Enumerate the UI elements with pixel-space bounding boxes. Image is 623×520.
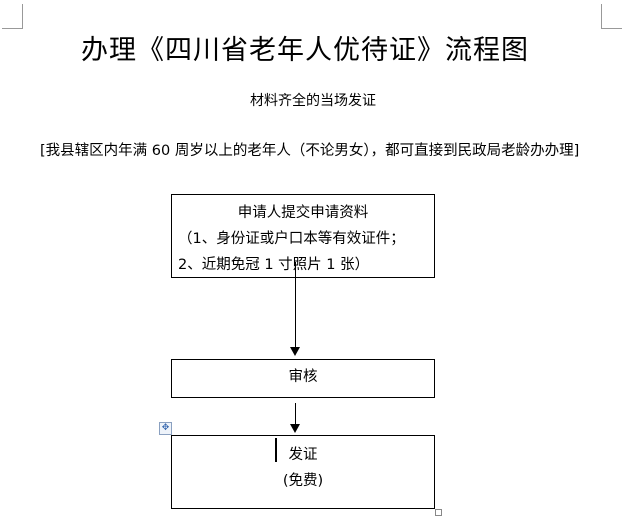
flow-step-review: 审核 [171,359,435,398]
step-submit-title: 申请人提交申请资料 [237,205,369,221]
arrow-line-2 [295,403,296,425]
step-issue-note: (免费) [282,473,324,489]
step-submit-line3: 2、近期免冠 1 寸照片 1 张） [178,257,370,273]
page-corner-mark-left [2,4,23,29]
document-title: 办理《四川省老年人优待证》流程图 [81,35,529,66]
arrow-head-2 [290,424,300,433]
text-cursor [275,438,277,462]
move-handle-icon[interactable]: ✥ [159,422,172,435]
page-corner-mark-right [601,4,622,29]
flow-step-issue[interactable]: 发证 (免费) [171,435,435,509]
arrow-line-1 [295,262,296,348]
eligibility-paragraph: [我县辖区内年满 60 周岁以上的老年人（不论男女），都可直接到民政局老龄办办理… [40,143,580,159]
subtitle: 材料齐全的当场发证 [250,93,376,109]
resize-handle[interactable] [435,509,442,516]
flow-step-submit: 申请人提交申请资料 （1、身份证或户口本等有效证件； 2、近期免冠 1 寸照片 … [171,194,435,278]
step-submit-line2: （1、身份证或户口本等有效证件； [178,231,405,247]
step-review-title: 审核 [288,369,318,385]
step-issue-title: 发证 [288,447,318,463]
arrow-head-1 [290,347,300,356]
